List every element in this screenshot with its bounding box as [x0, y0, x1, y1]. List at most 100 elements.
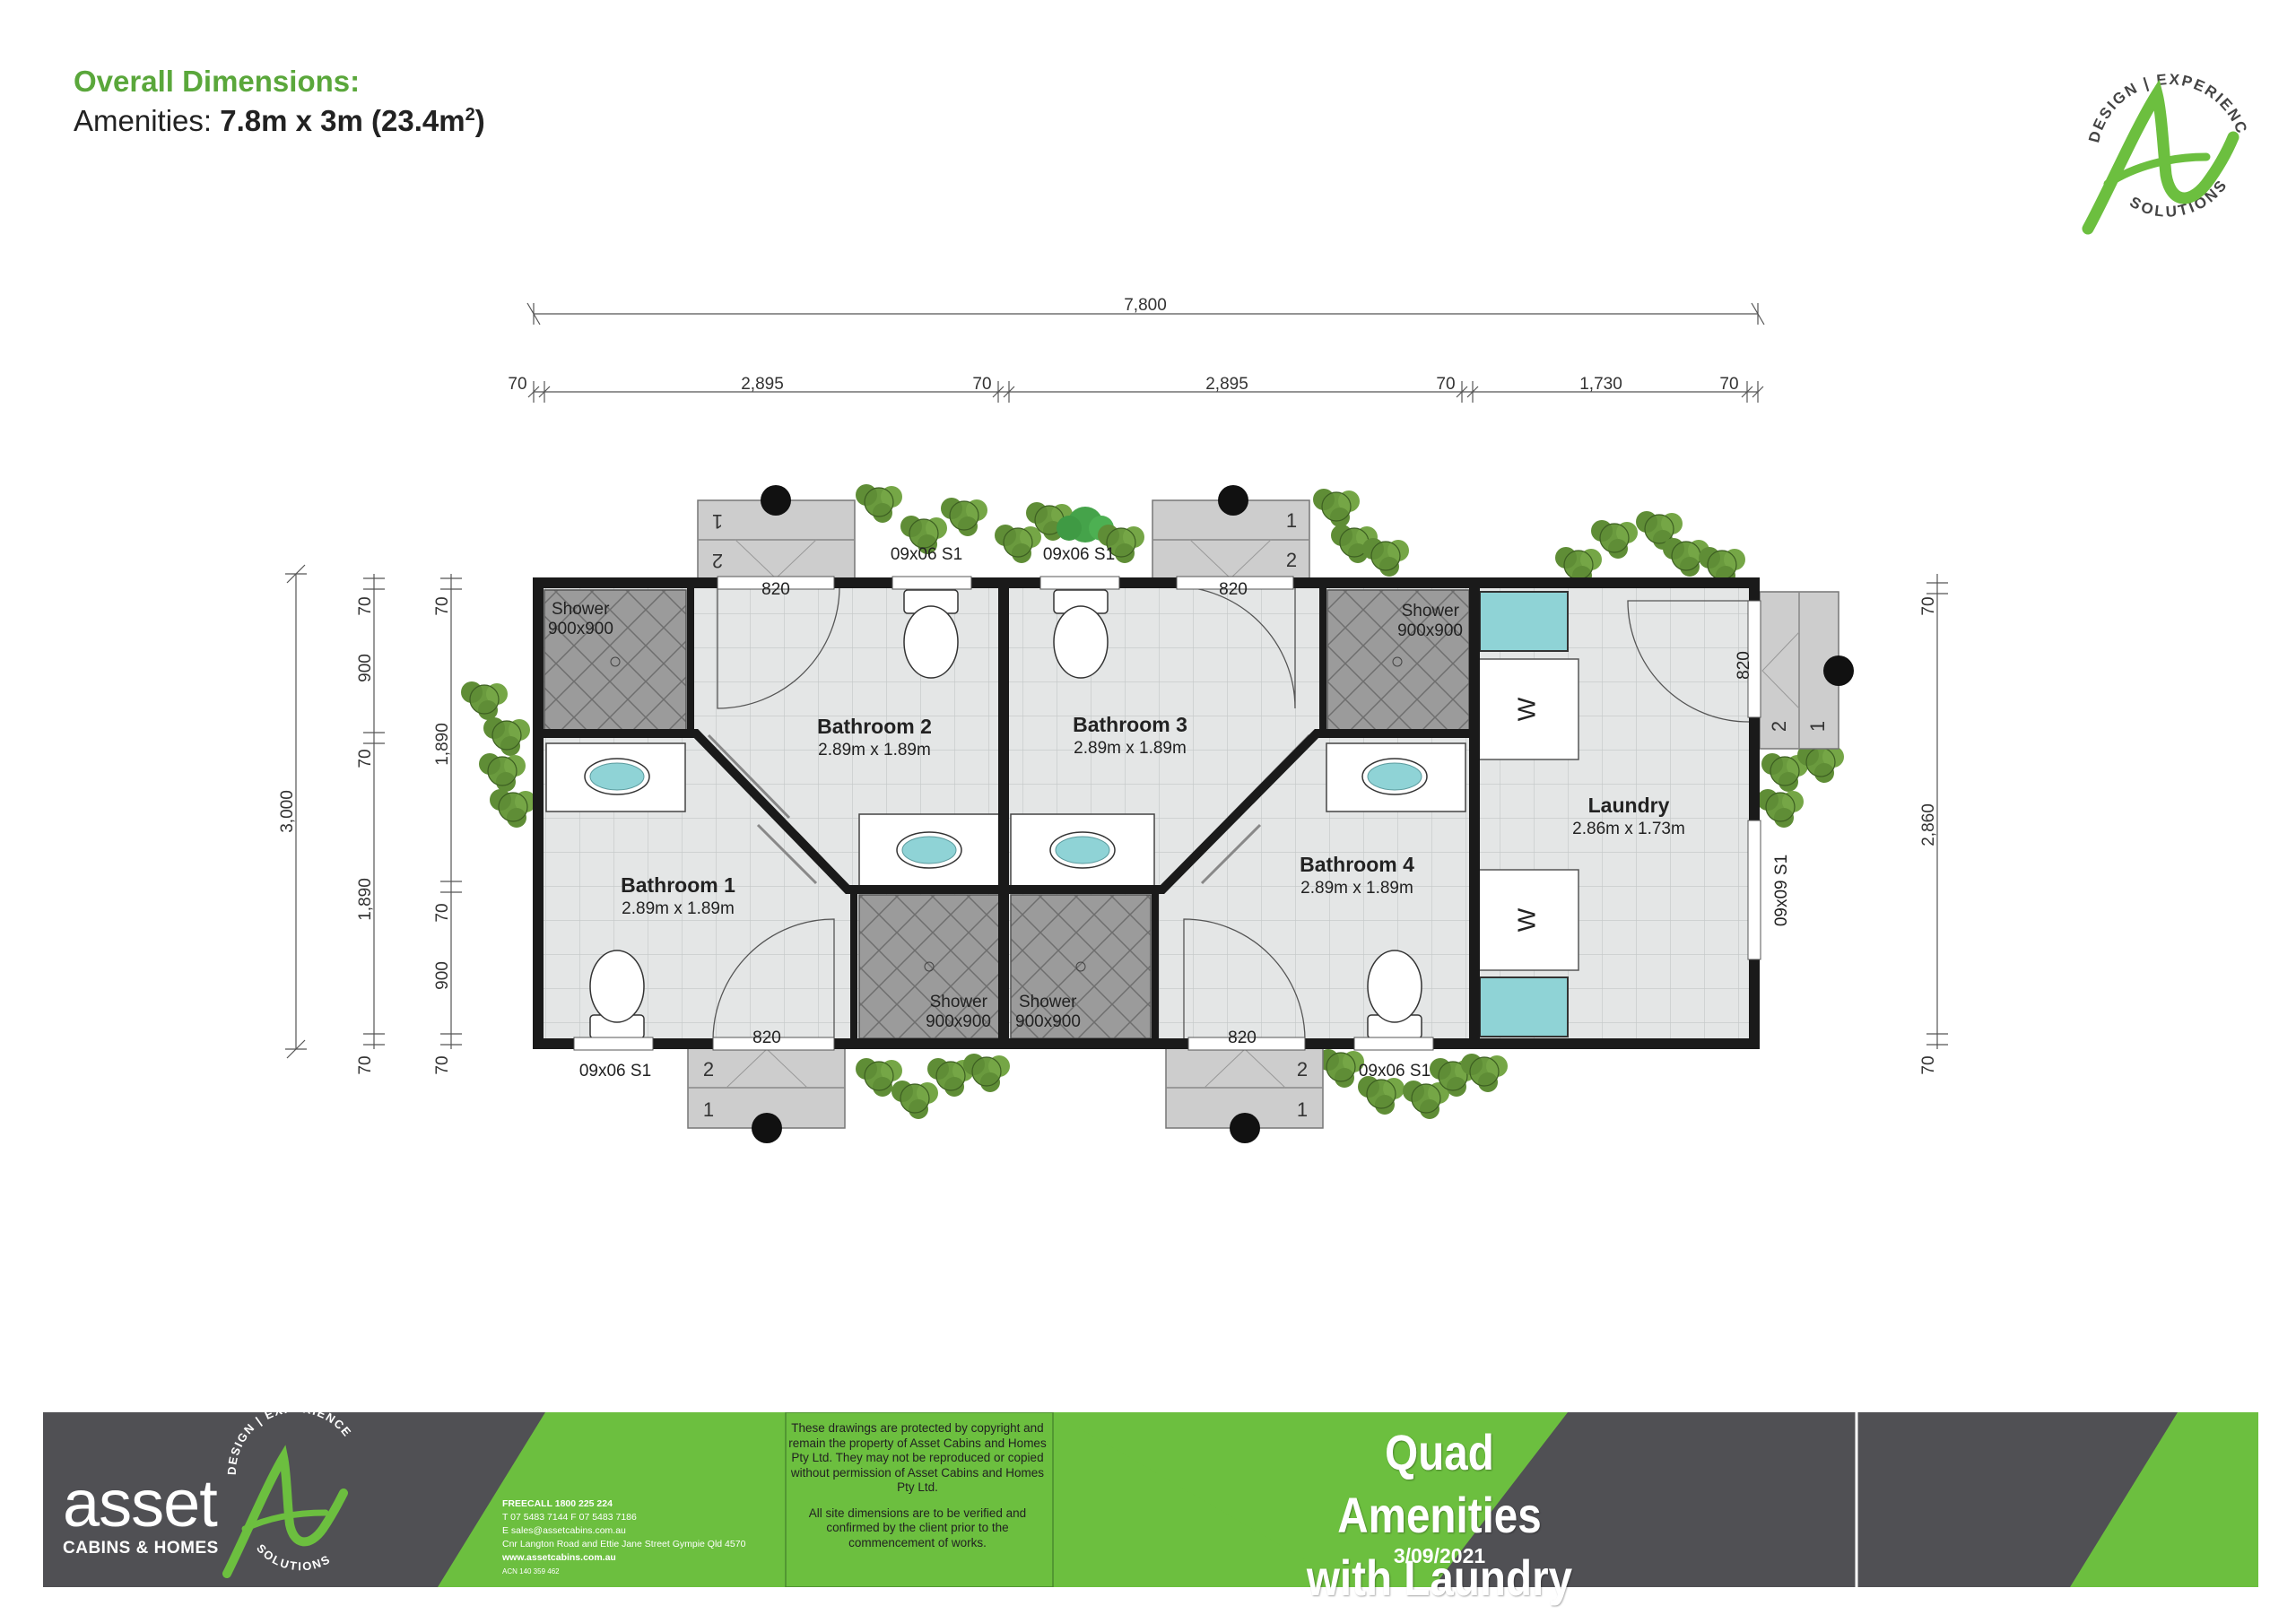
left-dimension-text: 3,000 70 900 70 1,890 70 70 1,890 70 900…: [278, 596, 1938, 1074]
washer-label: W: [1512, 907, 1540, 932]
contact-freecall: FREECALL 1800 225 224: [502, 1498, 613, 1509]
shower-size: 900x900: [1397, 621, 1463, 640]
contact-info: FREECALL 1800 225 224 T 07 5483 7144 F 0…: [502, 1497, 745, 1578]
door-label: 820: [1219, 580, 1248, 599]
dim-right-70-b: 70: [1919, 1055, 1938, 1074]
dim-left-900-b: 900: [433, 961, 452, 990]
step-number: 2: [1297, 1058, 1308, 1081]
bathroom2-size: 2.89m x 1.89m: [818, 741, 931, 759]
toilet-icon: [903, 589, 959, 679]
shower-bath3: [1326, 589, 1470, 733]
dim-left-1890-b: 1,890: [433, 723, 452, 766]
window-label: 09x09 S1: [1772, 855, 1791, 926]
light-icon: [1230, 1113, 1260, 1143]
step-numbers: 1 2 1 2 2 1 2 1 2 1: [703, 509, 1829, 1121]
bathroom4-size: 2.89m x 1.89m: [1300, 879, 1413, 898]
laundry-tub-icon: [1479, 976, 1569, 1037]
left-dimension-lines: [285, 564, 1948, 1059]
bathroom1-name: Bathroom 1: [621, 873, 735, 897]
landscaping: [460, 483, 1845, 1120]
step-number: 1: [1297, 1098, 1308, 1121]
contact-website: www.assetcabins.com.au: [502, 1552, 616, 1563]
top-dimension-text: 7,800 70 2,895 70 2,895 70 1,730 70: [508, 296, 1738, 394]
shower-label: Shower: [1019, 993, 1077, 1011]
amenities-close: ): [474, 104, 485, 137]
basin-icon: [896, 831, 962, 869]
shower-bath4: [1010, 894, 1152, 1039]
door-label: 820: [1735, 651, 1753, 680]
light-icon: [1823, 655, 1854, 686]
bathroom4-name: Bathroom 4: [1300, 853, 1414, 876]
shower-size: 900x900: [548, 620, 613, 638]
door-label: 820: [752, 1028, 781, 1047]
project-title-line1: Quad Amenities: [1337, 1424, 1542, 1543]
dim-70-b: 70: [972, 375, 991, 394]
project-date: 3/09/2021: [1393, 1544, 1486, 1567]
laundry-name: Laundry: [1588, 794, 1670, 817]
step-number: 1: [1806, 721, 1829, 732]
step-number: 1: [1286, 509, 1297, 532]
brand-word: asset: [63, 1466, 218, 1541]
laundry-fixtures: [1477, 591, 1579, 1037]
contact-email: E sales@assetcabins.com.au: [502, 1525, 626, 1536]
dim-2895-a: 2,895: [741, 375, 784, 394]
top-dimension-lines: [526, 302, 1765, 403]
header: Overall Dimensions: Amenities: 7.8m x 3m…: [74, 65, 485, 138]
contact-acn: ACN 140 359 462: [502, 1567, 560, 1575]
amenities-value: 7.8m x 3m (23.4m: [220, 104, 465, 137]
dim-left-70-d: 70: [433, 596, 452, 615]
basin-icon: [584, 758, 650, 795]
step-number: 1: [712, 510, 723, 533]
amenities-dimensions: Amenities: 7.8m x 3m (23.4m2): [74, 104, 485, 138]
shower-labels: Shower 900x900 Shower 900x900 Shower 900…: [548, 600, 1463, 1031]
exterior-lights: [752, 485, 1854, 1143]
bathroom3-size: 2.89m x 1.89m: [1074, 739, 1187, 758]
dim-left-70-a: 70: [356, 596, 375, 615]
window-label: 09x06 S1: [1043, 545, 1115, 564]
contact-address: Cnr Langton Road and Ettie Jane Street G…: [502, 1539, 746, 1549]
dim-1730: 1,730: [1579, 375, 1622, 394]
dim-left-70-f: 70: [433, 1055, 452, 1074]
door-swings: [712, 586, 1750, 1041]
bathroom2-name: Bathroom 2: [817, 715, 932, 738]
dim-left-1890-a: 1,890: [356, 878, 375, 921]
wall-openings: [573, 576, 1761, 1051]
dim-overall-width: 7,800: [1124, 296, 1167, 315]
dim-left-70-c: 70: [356, 1055, 375, 1074]
dim-right-2860: 2,860: [1919, 803, 1938, 846]
opening-labels: 820 820 820 820 820 09x06 S1 09x06 S1 09…: [579, 545, 1791, 1081]
bathroom1-size: 2.89m x 1.89m: [622, 899, 735, 918]
window-label: 09x06 S1: [579, 1062, 651, 1081]
verification-text: All site dimensions are to be verified a…: [808, 1506, 1027, 1549]
dim-70-a: 70: [508, 375, 526, 394]
shower-bath1: [858, 894, 1000, 1039]
footer-brand: asset CABINS & HOMES: [63, 1471, 219, 1558]
dim-right-70-a: 70: [1919, 596, 1938, 615]
project-title: Quad Amenities with Laundry: [1280, 1421, 1600, 1610]
bathroom3-name: Bathroom 3: [1073, 713, 1187, 736]
dim-2895-b: 2,895: [1205, 375, 1248, 394]
window-label: 09x06 S1: [1359, 1062, 1431, 1081]
showers: [544, 589, 1470, 1039]
contact-phone: T 07 5483 7144 F 07 5483 7186: [502, 1512, 637, 1523]
copyright-text: These drawings are protected by copyrigh…: [788, 1421, 1047, 1494]
toilet-icon: [1053, 589, 1109, 679]
project-title-line2: with Laundry: [1306, 1549, 1573, 1606]
floor-plan: 7,800 70 2,895 70 2,895 70 1,730 70 3,00…: [278, 296, 1948, 1143]
shower-label: Shower: [552, 600, 610, 619]
step-number: 2: [1768, 721, 1790, 732]
light-icon: [761, 485, 791, 516]
light-icon: [1218, 485, 1248, 516]
title-block: DESIGN | EXPERIENCE SOLUTIONS: [43, 1412, 2258, 1587]
shower-size: 900x900: [926, 1012, 991, 1031]
dim-70-d: 70: [1719, 375, 1738, 394]
step-number: 2: [1286, 549, 1297, 571]
amenities-label: Amenities:: [74, 104, 221, 137]
dim-left-70-e: 70: [433, 903, 452, 922]
dimensions-title: Overall Dimensions:: [74, 65, 361, 98]
amenities-sup: 2: [465, 105, 475, 125]
dim-left-70-b: 70: [356, 749, 375, 768]
shower-bath2: [544, 589, 687, 733]
basin-icon: [1361, 758, 1428, 795]
brand-sub: CABINS & HOMES: [63, 1539, 219, 1558]
